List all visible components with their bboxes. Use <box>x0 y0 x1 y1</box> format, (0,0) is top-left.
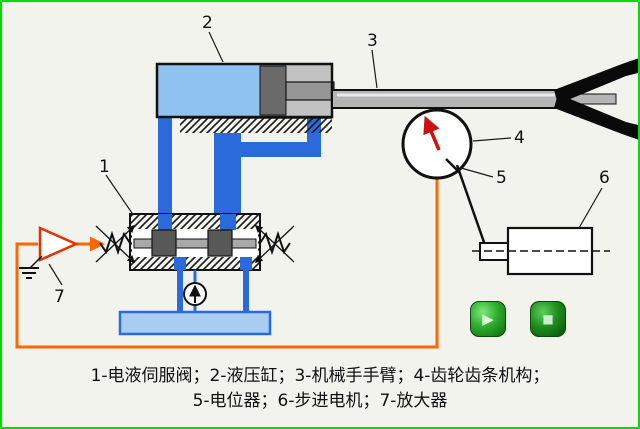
servo-valve <box>95 213 295 271</box>
legend-line-1: 1-电液伺服阀；2-液压缸；3-机械手手臂；4-齿轮齿条机构； <box>90 366 550 386</box>
gear-dial <box>401 108 473 180</box>
play-button[interactable]: ▶ <box>470 301 506 337</box>
legend-line-2: 5-电位器；6-步进电机；7-放大器 <box>192 391 448 411</box>
valve-spool-land <box>207 229 233 257</box>
valve-spool-land <box>151 229 177 257</box>
stop-button[interactable]: ■ <box>530 301 566 337</box>
pointer-needle <box>423 115 441 151</box>
gripper-lower-jaw <box>554 94 638 140</box>
feedback-wire <box>15 178 439 349</box>
part-number-labels <box>48 31 603 286</box>
label-amplifier: 7 <box>54 287 65 307</box>
stepper-motor <box>472 226 610 276</box>
valve-spring-left <box>99 230 131 256</box>
stop-icon: ■ <box>542 312 554 326</box>
label-potentiometer: 5 <box>496 168 507 188</box>
amplifier <box>19 226 80 279</box>
valve-spool-rod <box>133 238 257 249</box>
label-arm: 3 <box>367 31 378 51</box>
label-cylinder: 2 <box>202 13 213 33</box>
play-icon: ▶ <box>482 309 494 328</box>
oil-tank <box>118 310 272 336</box>
pump-and-tank <box>118 270 272 336</box>
label-stepper-motor: 6 <box>599 168 610 188</box>
piston <box>259 65 287 116</box>
link-rod <box>455 164 488 249</box>
gripper-upper-jaw <box>554 58 638 104</box>
mounting-hatch <box>180 117 332 133</box>
hydraulic-pipes <box>158 115 321 215</box>
valve-spring-right <box>259 230 291 256</box>
piston-rod <box>285 81 335 101</box>
label-servo-valve: 1 <box>99 157 110 177</box>
legend-caption: 1-电液伺服阀；2-液压缸；3-机械手手臂；4-齿轮齿条机构； 5-电位器；6-… <box>2 364 638 414</box>
ground-icon <box>19 267 39 279</box>
diagram-canvas: 2 3 1 4 5 6 7 <box>15 13 638 349</box>
manipulator-arm <box>331 58 638 140</box>
hydraulic-cylinder <box>155 62 335 119</box>
label-gear-rack: 4 <box>514 128 525 148</box>
